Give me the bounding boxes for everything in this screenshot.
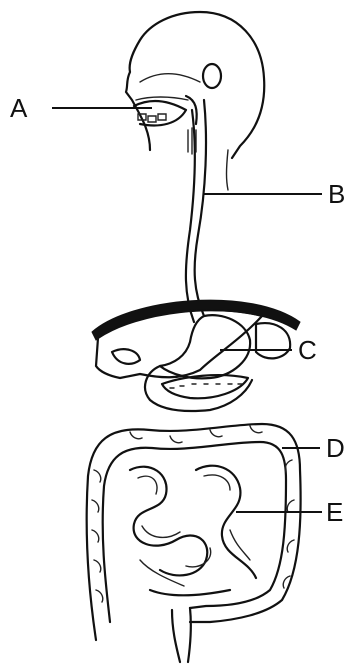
ear — [203, 64, 221, 88]
esophagus-left-wall — [186, 110, 195, 322]
stomach — [160, 315, 250, 378]
small-intestine-inner — [138, 475, 250, 586]
tongue — [134, 101, 186, 125]
pancreas-dots — [170, 384, 242, 388]
rectum — [172, 608, 191, 662]
gallbladder — [112, 349, 140, 364]
label-c: C — [298, 337, 317, 363]
neck-outline — [227, 150, 229, 190]
label-a: A — [10, 95, 27, 121]
diaphragm — [92, 300, 300, 340]
label-b: B — [328, 181, 345, 207]
label-e: E — [326, 499, 343, 525]
spleen — [256, 323, 290, 358]
small-intestine — [130, 466, 256, 596]
mouth-cavity — [136, 74, 200, 100]
label-d: D — [326, 435, 345, 461]
